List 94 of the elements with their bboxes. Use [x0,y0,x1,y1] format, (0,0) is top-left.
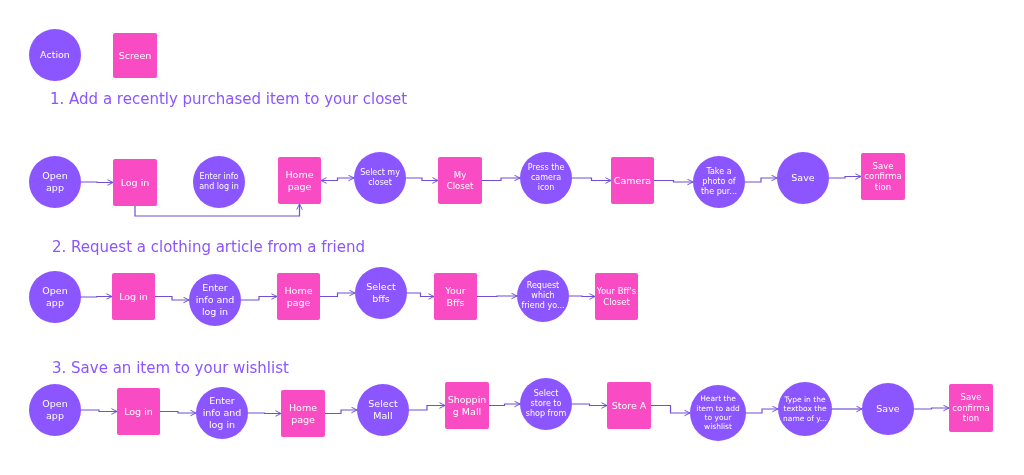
screen-box [611,157,654,204]
node-label: My Closet [445,169,475,192]
action-circle [520,378,572,430]
screen-box [113,33,157,78]
arrow [571,402,608,409]
node-label: Select my closet [359,168,401,188]
arrow [319,289,356,298]
node-label: Action [40,49,70,61]
arrow [406,292,435,300]
action-circle [778,382,832,436]
node-label: Home page [287,401,319,426]
node-label: Enter info and log in [201,395,243,431]
arrow [650,404,691,417]
screen-box [438,157,482,204]
arrow [488,400,521,408]
node-label: Camera [613,174,652,187]
node-label: Select bffs [365,281,397,305]
arrow [571,177,612,184]
node-label: Home page [284,168,315,193]
node-label: Your Bffs [444,284,467,309]
arrow [324,406,358,415]
arrow [408,402,446,411]
action-circle [29,29,81,81]
screen-box [949,384,993,432]
action-circle [193,156,245,208]
node-label: Log in [120,176,150,189]
action-circle [29,384,81,436]
arrow [80,179,114,186]
arrow [247,410,282,417]
node-label: Take a photo of the pur... [700,167,738,197]
node-label: Store A [611,399,647,412]
node-label: Your Bff's Closet [596,285,637,308]
action-circle [355,267,407,319]
arrow [80,293,113,300]
node-label: Open app [41,398,69,422]
node-label: Screen [118,49,152,62]
screen-box [281,390,325,437]
arrow [134,203,303,217]
flow-heading: 1. Add a recently purchased item to your closet [50,90,408,108]
node-label: Enter info and log in [198,172,240,192]
action-circle [862,383,914,435]
screen-box [595,273,638,320]
node-label: Enter info and log in [194,282,236,318]
action-circle [520,152,572,204]
screen-box [277,273,320,320]
node-label: Save confirmation [863,160,903,193]
action-circle [777,152,829,204]
node-label: Save [791,172,815,184]
arrow [828,173,862,180]
arrow [653,178,694,186]
action-circle [29,156,81,208]
flow-heading: 3. Save an item to your wishlist [52,359,289,377]
action-circle [354,152,406,204]
action-circle [693,156,745,208]
action-circle [517,270,569,322]
node-label: Shopping Mall [447,393,487,418]
arrow [744,174,778,183]
action-circle [29,271,81,323]
arrow [831,405,863,413]
arrow [568,293,596,300]
arrow [154,295,190,304]
node-label: Open app [41,285,69,309]
arrow [745,405,779,414]
node-label: Select store to shop from [524,389,568,419]
action-circle [357,384,409,436]
screen-box [117,388,160,435]
screen-box [445,382,489,429]
arrow [80,408,118,415]
arrow [320,174,355,184]
arrow [159,409,197,417]
node-label: Press the camera icon [526,163,566,193]
node-label: Request which friend yo... [521,281,565,311]
screen-box [434,273,477,320]
action-circle [189,274,241,326]
arrow [913,404,950,412]
node-label: Log in [124,405,153,418]
arrow [476,292,518,300]
flow-heading: 2. Request a clothing article from a friend [52,238,365,256]
screen-box [607,382,651,429]
action-circle [690,385,746,441]
node-label: Select Mall [367,398,399,422]
arrow [405,177,439,184]
arrow [481,174,521,182]
node-label: Save confirmation [951,392,991,424]
node-label: Log in [119,290,148,303]
node-label: Open app [41,170,69,194]
arrow [240,293,278,301]
screen-box [861,153,905,200]
node-label: Save [876,403,900,415]
action-circle [196,387,248,439]
screen-box [113,159,157,206]
screen-box [112,273,155,320]
node-label: Home page [283,284,314,309]
screen-box [278,157,321,204]
